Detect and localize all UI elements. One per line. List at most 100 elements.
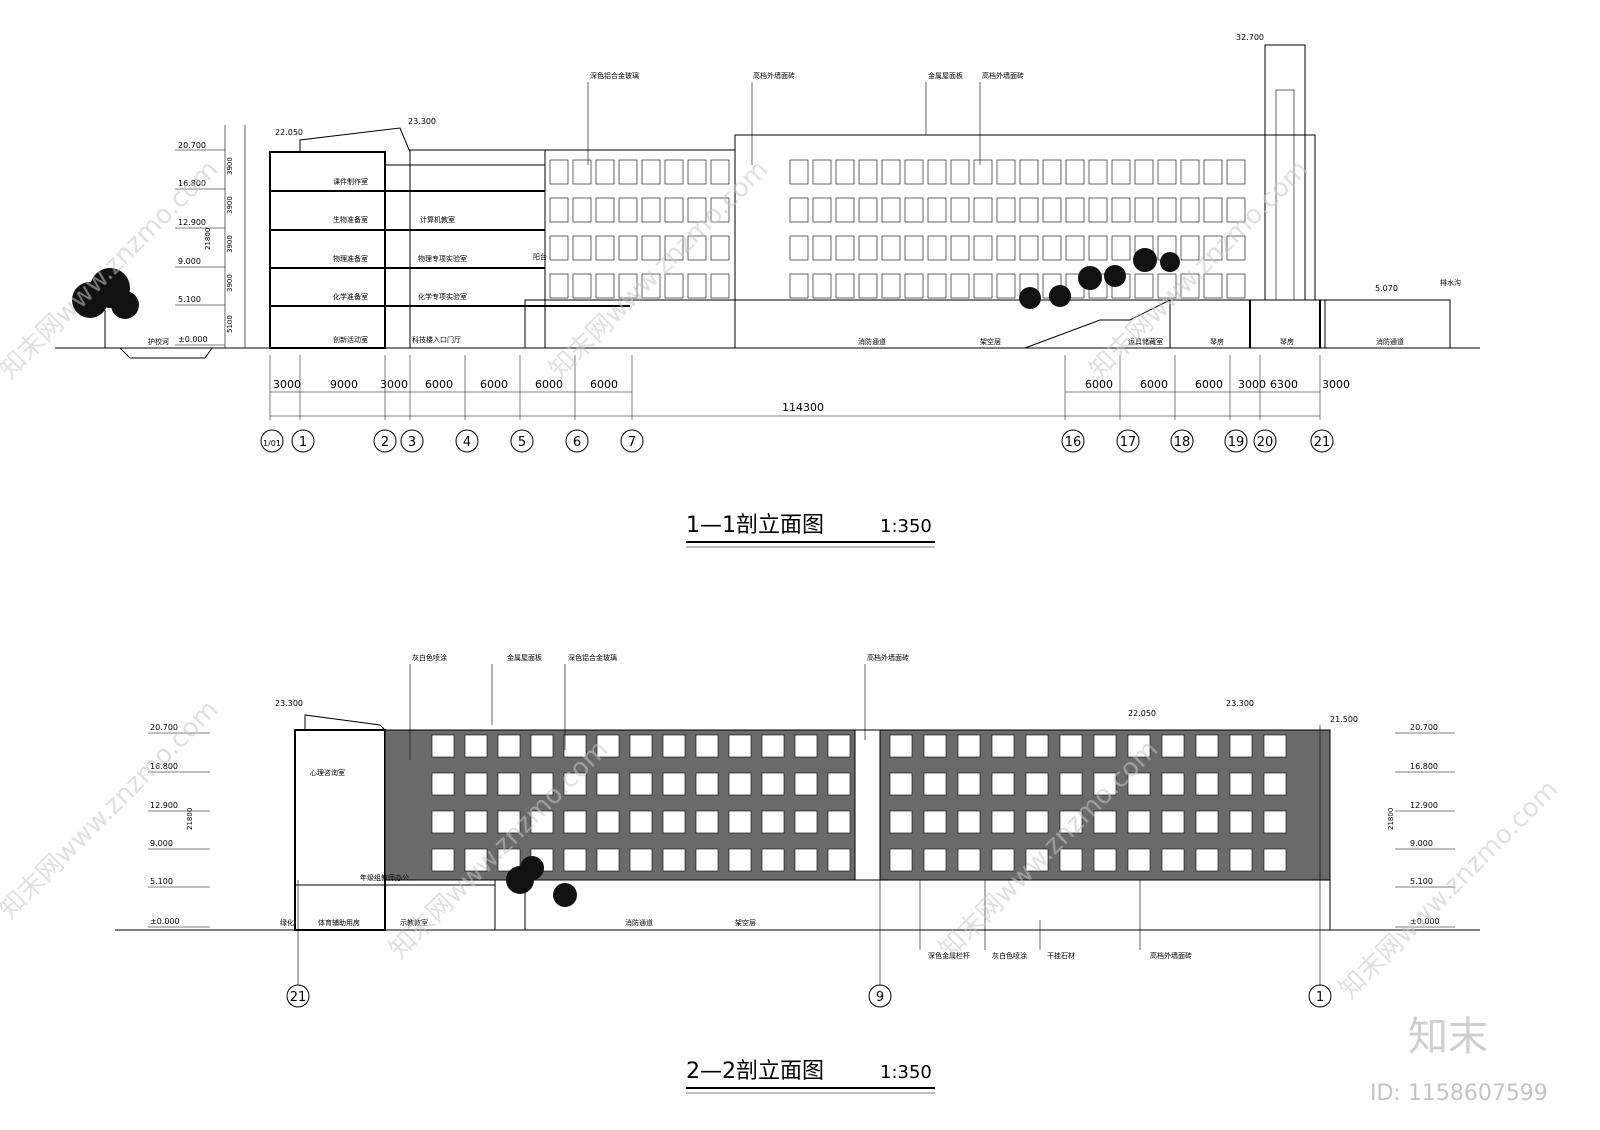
- elev-top: 23.300: [408, 117, 436, 126]
- window: [996, 197, 1016, 223]
- window: [1195, 810, 1219, 834]
- window: [728, 734, 752, 758]
- elev-label: ±0.000: [150, 917, 180, 926]
- window: [687, 197, 707, 223]
- window: [695, 734, 719, 758]
- window: [1042, 159, 1062, 185]
- window: [563, 734, 587, 758]
- window: [629, 810, 653, 834]
- dim-text: 3000: [1238, 378, 1266, 391]
- window: [923, 810, 947, 834]
- drawing-scale-2: 1:350: [880, 1062, 932, 1083]
- window: [695, 772, 719, 796]
- window: [618, 159, 638, 185]
- moat-label: 护校河: [148, 337, 169, 346]
- callout: 金属屋面板: [507, 653, 542, 662]
- window: [549, 273, 569, 299]
- window: [464, 734, 488, 758]
- room-label: 架空层: [735, 918, 756, 927]
- window: [710, 273, 730, 299]
- axis-bubble: [565, 429, 589, 453]
- dim-text: 3000: [273, 378, 301, 391]
- callout: 深色铝合金玻璃: [590, 71, 639, 80]
- window: [1263, 772, 1287, 796]
- tree-icons-1: [72, 248, 1180, 348]
- window: [1059, 772, 1083, 796]
- axis-bubble: [260, 429, 284, 453]
- elev-top: 23.300: [1226, 699, 1254, 708]
- window: [530, 772, 554, 796]
- window: [991, 772, 1015, 796]
- section-2-2: 20.700 16.800 12.900 9.000 5.100 ±0.000 …: [115, 653, 1480, 1094]
- window: [497, 734, 521, 758]
- window: [1093, 772, 1117, 796]
- window: [662, 772, 686, 796]
- window: [1127, 772, 1151, 796]
- window: [1161, 810, 1185, 834]
- callouts-1: 深色铝合金玻璃 高档外墙面砖 金属屋面板 高档外墙面砖: [587, 71, 1024, 165]
- window: [530, 734, 554, 758]
- window: [996, 235, 1016, 261]
- axis-label: 4: [463, 435, 471, 450]
- window: [1134, 159, 1154, 185]
- window: [858, 273, 878, 299]
- dim-text: 6000: [590, 378, 618, 391]
- axis-bubble: [455, 429, 479, 453]
- window: [794, 810, 818, 834]
- window: [1042, 197, 1062, 223]
- room-label: 心理咨询室: [310, 768, 345, 777]
- window: [1127, 848, 1151, 872]
- window: [549, 197, 569, 223]
- window: [1111, 235, 1131, 261]
- drain-label: 排水沟: [1440, 278, 1461, 287]
- elev-label: 12.900: [150, 801, 178, 810]
- window: [664, 273, 684, 299]
- axis-bubble: [291, 429, 315, 453]
- elev-top: 21.500: [1330, 715, 1358, 724]
- window: [1161, 772, 1185, 796]
- callout: 金属屋面板: [928, 71, 963, 80]
- window: [1093, 734, 1117, 758]
- axis-label: 19: [1228, 435, 1245, 450]
- window: [950, 273, 970, 299]
- window: [641, 159, 661, 185]
- window: [991, 810, 1015, 834]
- window: [1226, 159, 1246, 185]
- axis-label: 1: [299, 435, 307, 450]
- axis-label: 21: [1314, 435, 1331, 450]
- window: [1263, 848, 1287, 872]
- window: [1059, 848, 1083, 872]
- window: [687, 159, 707, 185]
- window: [596, 772, 620, 796]
- floor-height: 5100: [226, 315, 234, 333]
- window: [618, 273, 638, 299]
- window: [957, 734, 981, 758]
- callout: 高档外墙面砖: [982, 71, 1024, 80]
- window: [629, 734, 653, 758]
- window: [431, 734, 455, 758]
- window: [1226, 235, 1246, 261]
- axis-bubble: [400, 429, 424, 453]
- window: [1019, 159, 1039, 185]
- window: [497, 810, 521, 834]
- elev-label: 9.000: [150, 839, 173, 848]
- window: [1042, 235, 1062, 261]
- window: [812, 273, 832, 299]
- window: [835, 273, 855, 299]
- window: [572, 159, 592, 185]
- window: [664, 159, 684, 185]
- window: [549, 235, 569, 261]
- window: [1093, 810, 1117, 834]
- window: [1195, 772, 1219, 796]
- window: [1203, 197, 1223, 223]
- room-label: 消防通道: [1376, 337, 1404, 346]
- window: [996, 159, 1016, 185]
- window: [596, 848, 620, 872]
- window: [904, 235, 924, 261]
- window: [1161, 848, 1185, 872]
- window: [497, 772, 521, 796]
- watermark-id: ID: 1158607599: [1370, 1081, 1548, 1106]
- window: [904, 273, 924, 299]
